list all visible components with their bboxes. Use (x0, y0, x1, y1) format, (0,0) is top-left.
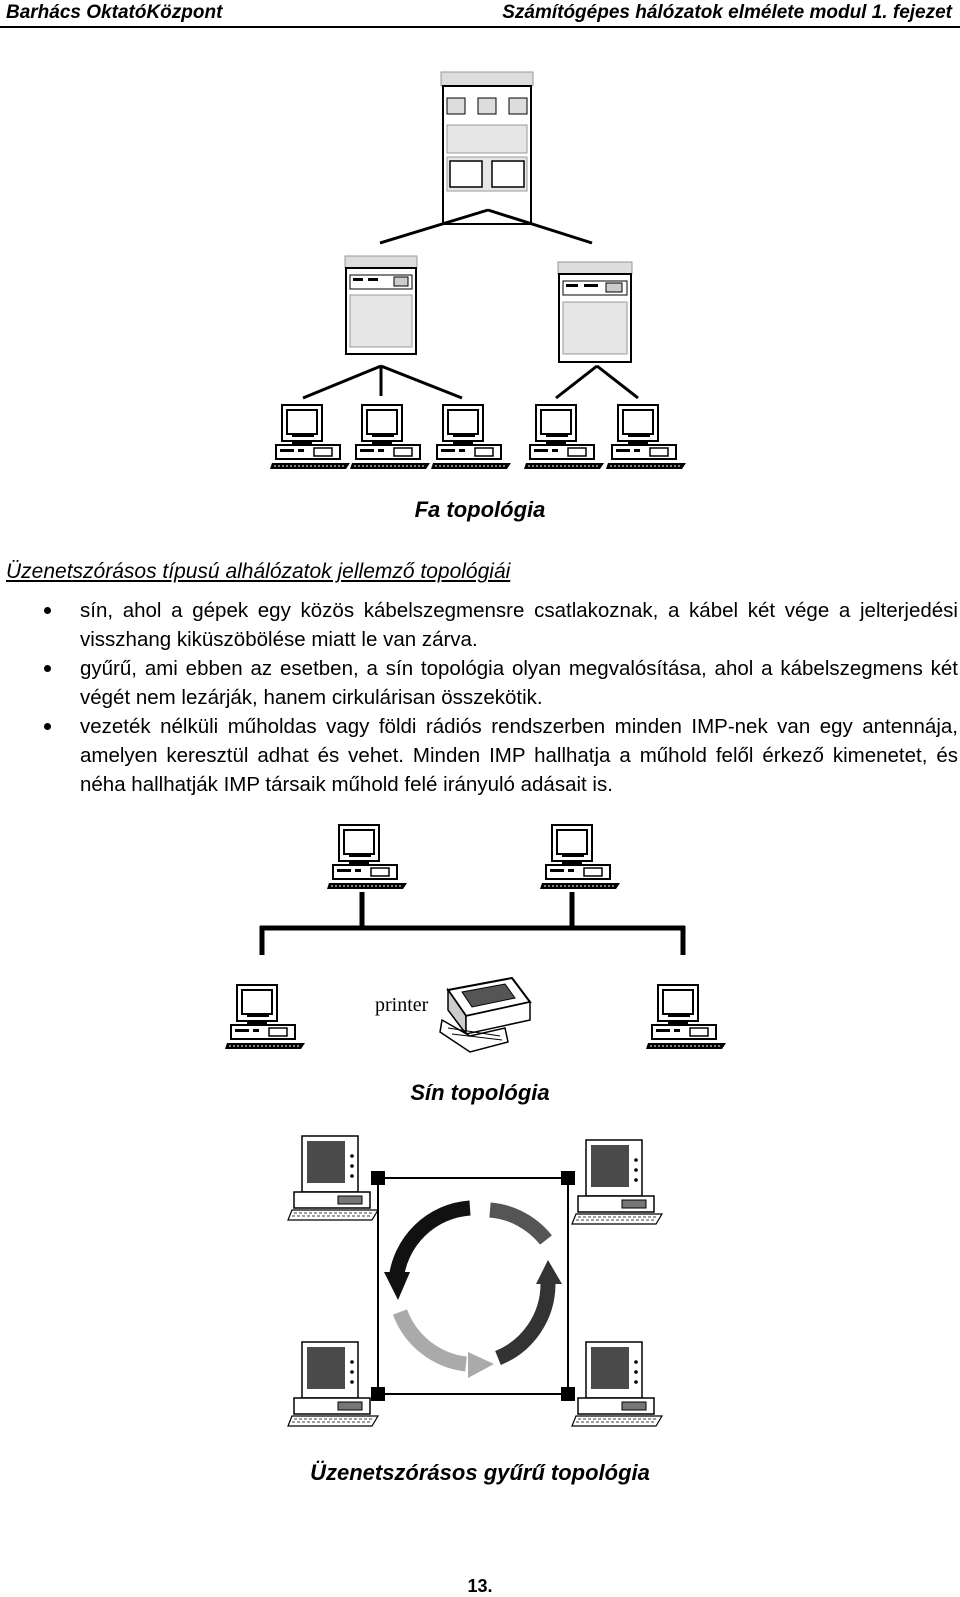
section-heading: Üzenetszórásos típusú alhálózatok jellem… (6, 560, 511, 583)
header-rule (0, 26, 960, 28)
page-number: 13. (467, 1576, 493, 1596)
node-marker (371, 1171, 385, 1185)
bullet-text: vezeték nélküli műholdas vagy földi rádi… (80, 715, 958, 796)
bullet-text: sín, ahol a gépek egy közös kábelszegmen… (80, 599, 958, 651)
computer-icon (430, 404, 512, 470)
header-left-title: Barhács OktatóKözpont (6, 2, 223, 23)
computer-icon (645, 984, 727, 1050)
bus-topology-figure: printer (224, 824, 727, 1053)
computer-icon (349, 404, 431, 470)
root-server-icon (440, 71, 534, 225)
node-marker (561, 1171, 575, 1185)
computer-icon (287, 1135, 379, 1221)
ring-topology-figure (287, 1135, 663, 1427)
computer-icon (571, 1139, 663, 1225)
computer-icon (605, 404, 687, 470)
computer-icon (571, 1341, 663, 1427)
bullet-dot-icon (44, 723, 51, 730)
bus-topology-caption: Sín topológia (410, 1080, 550, 1105)
bullet-dot-icon (44, 607, 51, 614)
topology-bullet-list: sín, ahol a gépek egy közös kábelszegmen… (0, 596, 958, 799)
tree-topology-figure (269, 71, 687, 470)
bullet-wireless: vezeték nélküli műholdas vagy földi rádi… (0, 712, 958, 799)
bullet-dot-icon (44, 665, 51, 672)
printer-icon (439, 976, 532, 1053)
computer-icon (539, 824, 621, 890)
computer-icon (523, 404, 605, 470)
bullet-bus: sín, ahol a gépek egy közös kábelszegmen… (0, 596, 958, 654)
ring-direction-arrows-icon (384, 1200, 562, 1378)
bullet-text: gyűrű, ami ebben az esetben, a sín topol… (80, 657, 958, 709)
computer-icon (326, 824, 408, 890)
node-marker (561, 1387, 575, 1401)
computer-icon (224, 984, 306, 1050)
printer-label: printer (375, 994, 429, 1016)
tree-topology-caption: Fa topológia (414, 497, 546, 522)
page-header: Barhács OktatóKözpont Számítógépes hálóz… (0, 0, 960, 28)
ring-topology-caption: Üzenetszórásos gyűrű topológia (310, 1460, 650, 1485)
computer-icon (287, 1341, 379, 1427)
hub-right-icon (557, 261, 633, 363)
computer-icon (269, 404, 351, 470)
header-right-title: Számítógépes hálózatok elmélete modul 1.… (502, 2, 952, 23)
hub-left-icon (344, 255, 418, 355)
bullet-ring: gyűrű, ami ebben az esetben, a sín topol… (0, 654, 958, 712)
node-marker (371, 1387, 385, 1401)
